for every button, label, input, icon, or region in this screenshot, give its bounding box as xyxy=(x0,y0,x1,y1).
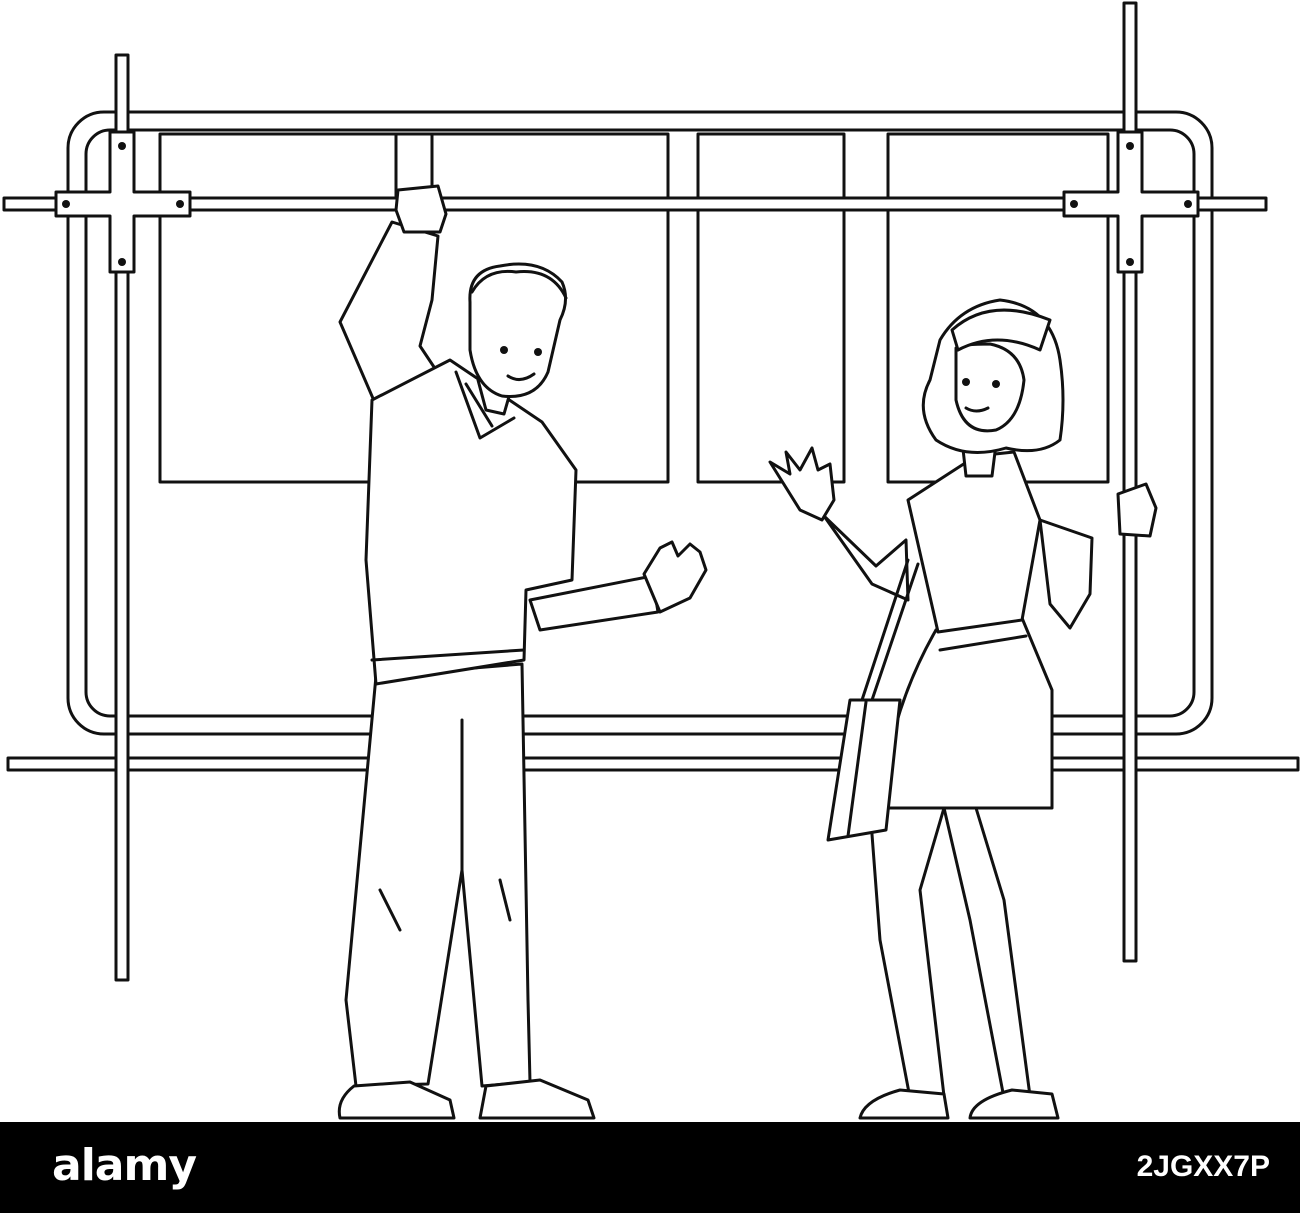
watermark-image-id: 2JGXX7P xyxy=(1136,1150,1270,1183)
rail-bracket-left xyxy=(54,130,192,274)
woman-figure xyxy=(768,298,1158,1120)
watermark-brand: alamy xyxy=(52,1140,197,1191)
handrails xyxy=(2,1,1300,982)
window-frame xyxy=(66,110,1214,736)
man-figure xyxy=(337,184,708,1120)
subway-illustration xyxy=(2,1,1300,1120)
rail-bracket-right xyxy=(1062,130,1200,274)
watermark-bar: alamy 2JGXX7P xyxy=(0,1122,1300,1213)
